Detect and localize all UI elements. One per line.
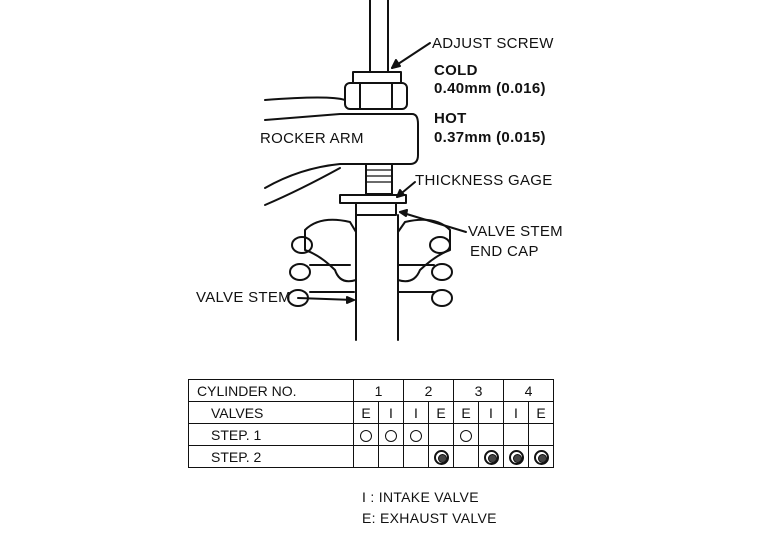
label-rocker-arm: ROCKER ARM (260, 130, 364, 147)
rocker-arm-body (264, 113, 419, 189)
row-label: STEP. 1 (188, 423, 354, 446)
label-valve-stem-end-cap-line1: VALVE STEM (468, 223, 563, 240)
valve-cell: I (378, 401, 404, 424)
step-cell (478, 423, 504, 446)
label-cold: COLD (434, 62, 478, 79)
step-cell (378, 445, 404, 468)
double-circle-mark (483, 449, 499, 465)
lock-nut (344, 82, 408, 110)
leader-valve-stem (297, 297, 355, 301)
adjust-screw-body (365, 163, 393, 195)
table-row: VALVES E I I E E I I E (188, 401, 554, 424)
valve-cell: I (478, 401, 504, 424)
leader-valve-stem-end-cap (399, 211, 467, 233)
valve-adjustment-table: CYLINDER NO. 1 2 3 4 VALVES E I I E E I … (188, 379, 554, 468)
step-cell (528, 423, 554, 446)
legend-intake: I : INTAKE VALVE (362, 489, 479, 505)
label-hot: HOT (434, 110, 467, 127)
table-row: STEP. 1 (188, 423, 554, 446)
label-adjust-screw: ADJUST SCREW (432, 35, 554, 52)
circle-mark (360, 429, 372, 442)
step-cell (353, 423, 379, 446)
cylinder-1-header: 1 (353, 379, 404, 402)
cylinder-no-header: CYLINDER NO. (188, 379, 354, 402)
circle-mark (385, 429, 397, 442)
valve-cell: I (503, 401, 529, 424)
row-label: STEP. 2 (188, 445, 354, 468)
legend-exhaust: E: EXHAUST VALVE (362, 510, 497, 526)
circle-mark (410, 429, 422, 442)
row-label: VALVES (188, 401, 354, 424)
nut-washer (352, 71, 402, 84)
screwdriver-shaft (369, 0, 389, 41)
step-cell (528, 445, 554, 468)
spring-retainer (304, 218, 357, 283)
cylinder-4-header: 4 (503, 379, 554, 402)
step-cell (453, 445, 479, 468)
cylinder-3-header: 3 (453, 379, 504, 402)
step-cell (403, 445, 429, 468)
double-circle-mark (508, 449, 524, 465)
step-cell (503, 445, 529, 468)
label-hot-value: 0.37mm (0.015) (434, 129, 546, 146)
double-circle-mark (533, 449, 549, 465)
step-cell (453, 423, 479, 446)
valve-cell: E (353, 401, 379, 424)
valve-stem-shaft (355, 214, 399, 341)
step-cell (503, 423, 529, 446)
valve-cell: E (453, 401, 479, 424)
step-cell (478, 445, 504, 468)
step-cell (428, 423, 454, 446)
circle-mark (460, 429, 472, 442)
valve-cell: E (428, 401, 454, 424)
label-thickness-gage: THICKNESS GAGE (415, 172, 553, 189)
thickness-gage-blade (339, 194, 407, 204)
table-header-row: CYLINDER NO. 1 2 3 4 (188, 379, 554, 402)
double-circle-mark (433, 449, 449, 465)
valve-stem-end-cap (355, 202, 397, 216)
valve-cell: E (528, 401, 554, 424)
label-valve-stem: VALVE STEM (196, 289, 291, 306)
valve-cell: I (403, 401, 429, 424)
table-row: STEP. 2 (188, 445, 554, 468)
label-cold-value: 0.40mm (0.016) (434, 80, 546, 97)
step-cell (403, 423, 429, 446)
rocker-arm-lower-curve (264, 167, 341, 206)
rocker-arm-top-edge (264, 96, 346, 101)
step-cell (428, 445, 454, 468)
step-cell (353, 445, 379, 468)
step-cell (378, 423, 404, 446)
cylinder-2-header: 2 (403, 379, 454, 402)
label-valve-stem-end-cap-line2: END CAP (470, 243, 539, 260)
